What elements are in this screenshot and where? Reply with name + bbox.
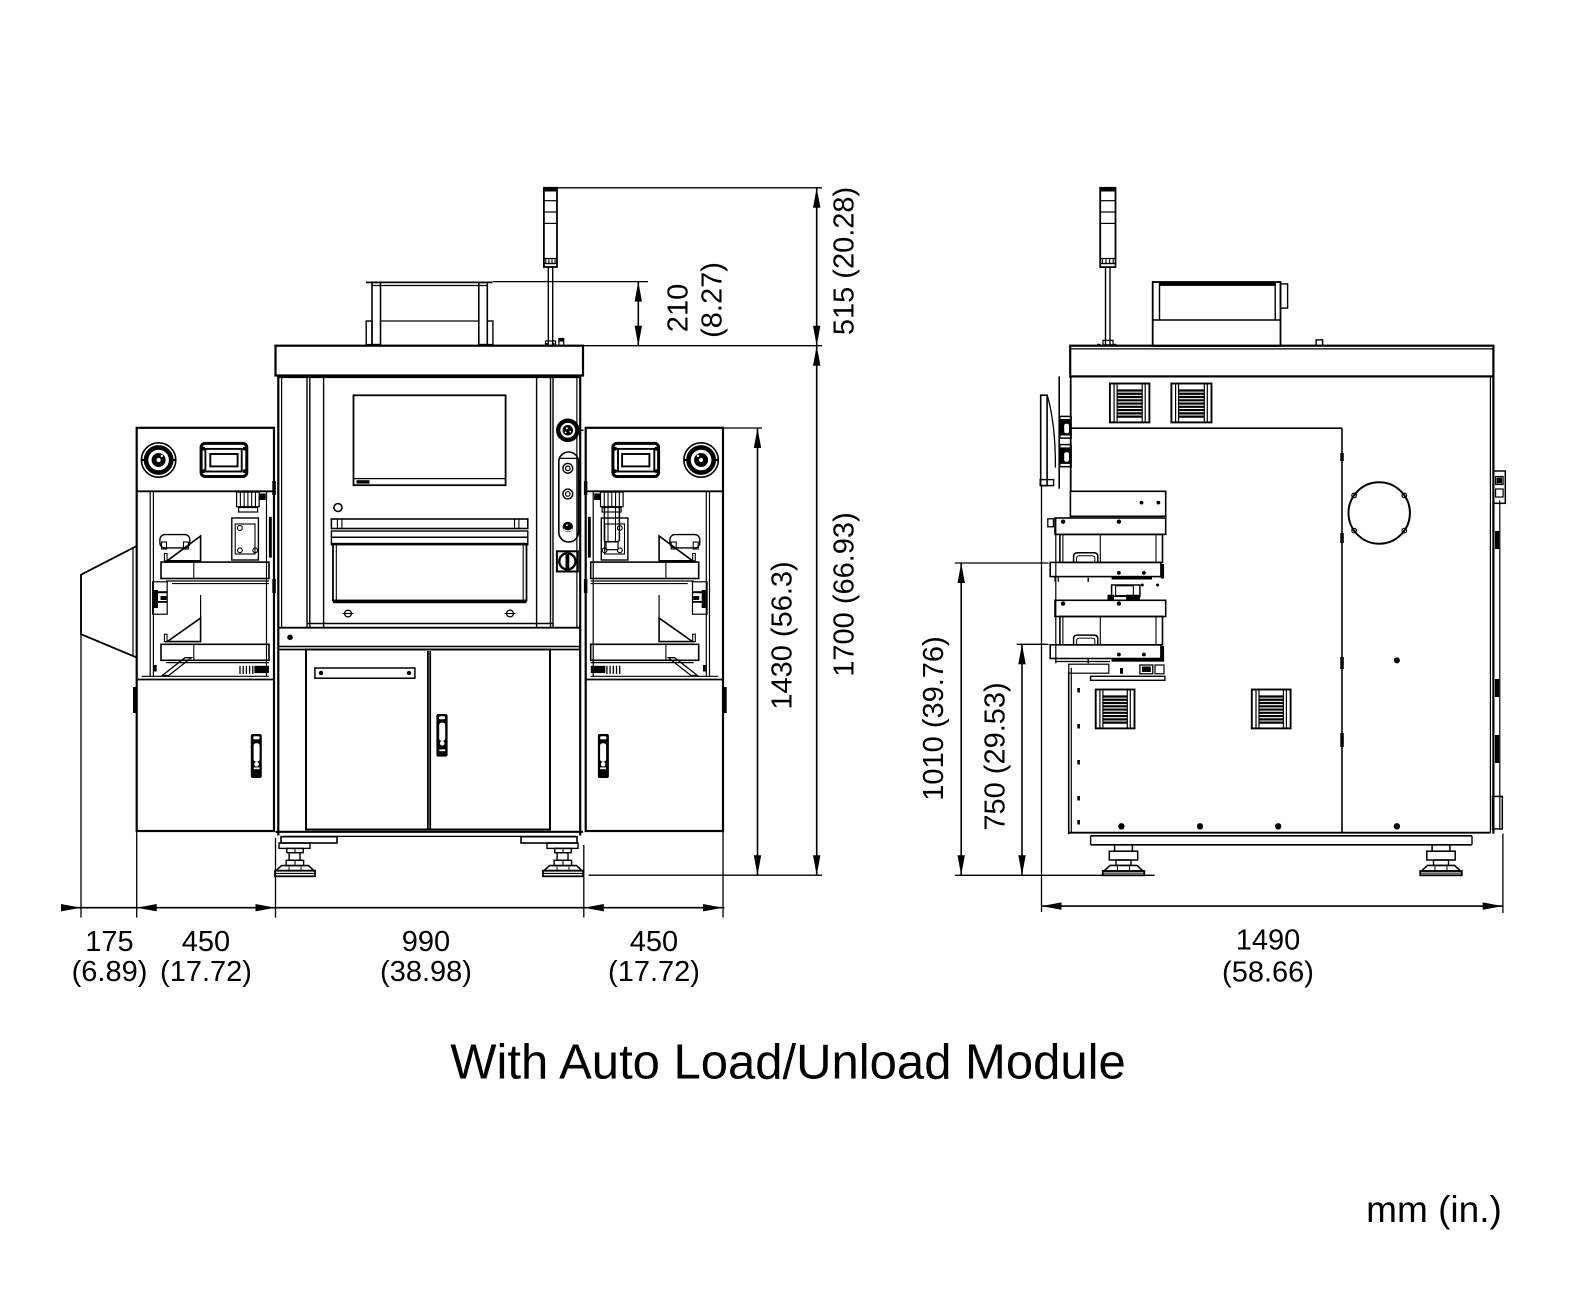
svg-text:750 (29.53): 750 (29.53) — [980, 682, 1012, 830]
svg-text:(17.72): (17.72) — [608, 956, 700, 988]
svg-text:1430 (56.3): 1430 (56.3) — [766, 561, 798, 709]
svg-text:(17.72): (17.72) — [160, 956, 252, 988]
svg-text:210: 210 — [663, 284, 695, 332]
svg-text:515 (20.28): 515 (20.28) — [829, 187, 861, 335]
svg-text:(6.89): (6.89) — [72, 956, 148, 988]
svg-text:With Auto Load/Unload Module: With Auto Load/Unload Module — [450, 1036, 1126, 1090]
svg-text:1010 (39.76): 1010 (39.76) — [918, 636, 950, 800]
svg-text:175: 175 — [85, 926, 133, 958]
svg-text:1700 (66.93): 1700 (66.93) — [829, 512, 861, 676]
svg-text:(58.66): (58.66) — [1222, 957, 1314, 989]
svg-text:(8.27): (8.27) — [697, 262, 729, 338]
svg-text:450: 450 — [182, 926, 230, 958]
svg-text:450: 450 — [630, 926, 678, 958]
svg-text:mm (in.): mm (in.) — [1366, 1189, 1502, 1230]
svg-text:990: 990 — [402, 926, 450, 958]
svg-text:(38.98): (38.98) — [380, 956, 472, 988]
svg-text:1490: 1490 — [1236, 925, 1301, 957]
